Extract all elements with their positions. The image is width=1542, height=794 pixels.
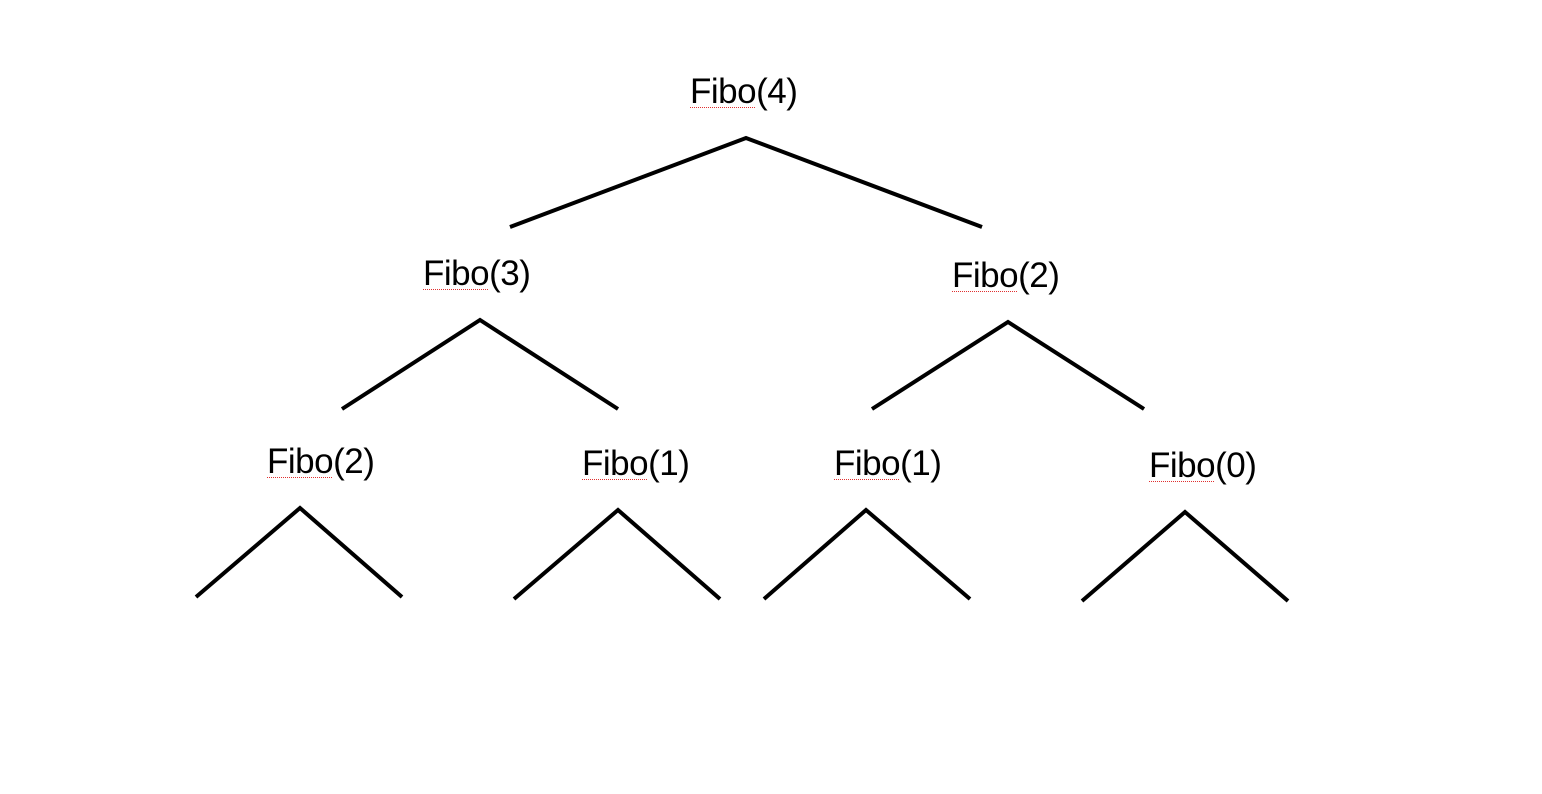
node-fn-name: Fibo (834, 444, 901, 483)
node-fibo-3: Fibo(3) (423, 254, 531, 293)
node-arg: (2) (333, 442, 375, 481)
node-fn-name: Fibo (582, 444, 649, 483)
node-arg: (2) (1018, 256, 1060, 295)
node-fn-name: Fibo (690, 72, 757, 111)
edge-root-children (509, 135, 983, 229)
node-fn-name: Fibo (267, 442, 334, 481)
node-arg: (3) (489, 254, 531, 293)
node-fibo-2-left: Fibo(2) (267, 442, 375, 481)
node-fn-name: Fibo (952, 256, 1019, 295)
edge-l1a-children (340, 317, 620, 411)
edge-l2a-children (194, 505, 404, 599)
node-fibo-4: Fibo(4) (690, 72, 798, 111)
node-fibo-1-right: Fibo(1) (834, 444, 942, 483)
edge-l2b-children (512, 507, 722, 601)
node-arg: (1) (900, 444, 942, 483)
node-fibo-2-right: Fibo(2) (952, 256, 1060, 295)
node-arg: (1) (648, 444, 690, 483)
edge-l2c-children (762, 507, 972, 601)
node-fibo-0: Fibo(0) (1149, 446, 1257, 485)
edge-l1b-children (870, 319, 1146, 411)
node-fn-name: Fibo (1149, 446, 1216, 485)
node-arg: (4) (756, 72, 798, 111)
edge-l2d-children (1080, 509, 1290, 603)
node-fibo-1-left: Fibo(1) (582, 444, 690, 483)
node-arg: (0) (1215, 446, 1257, 485)
node-fn-name: Fibo (423, 254, 490, 293)
